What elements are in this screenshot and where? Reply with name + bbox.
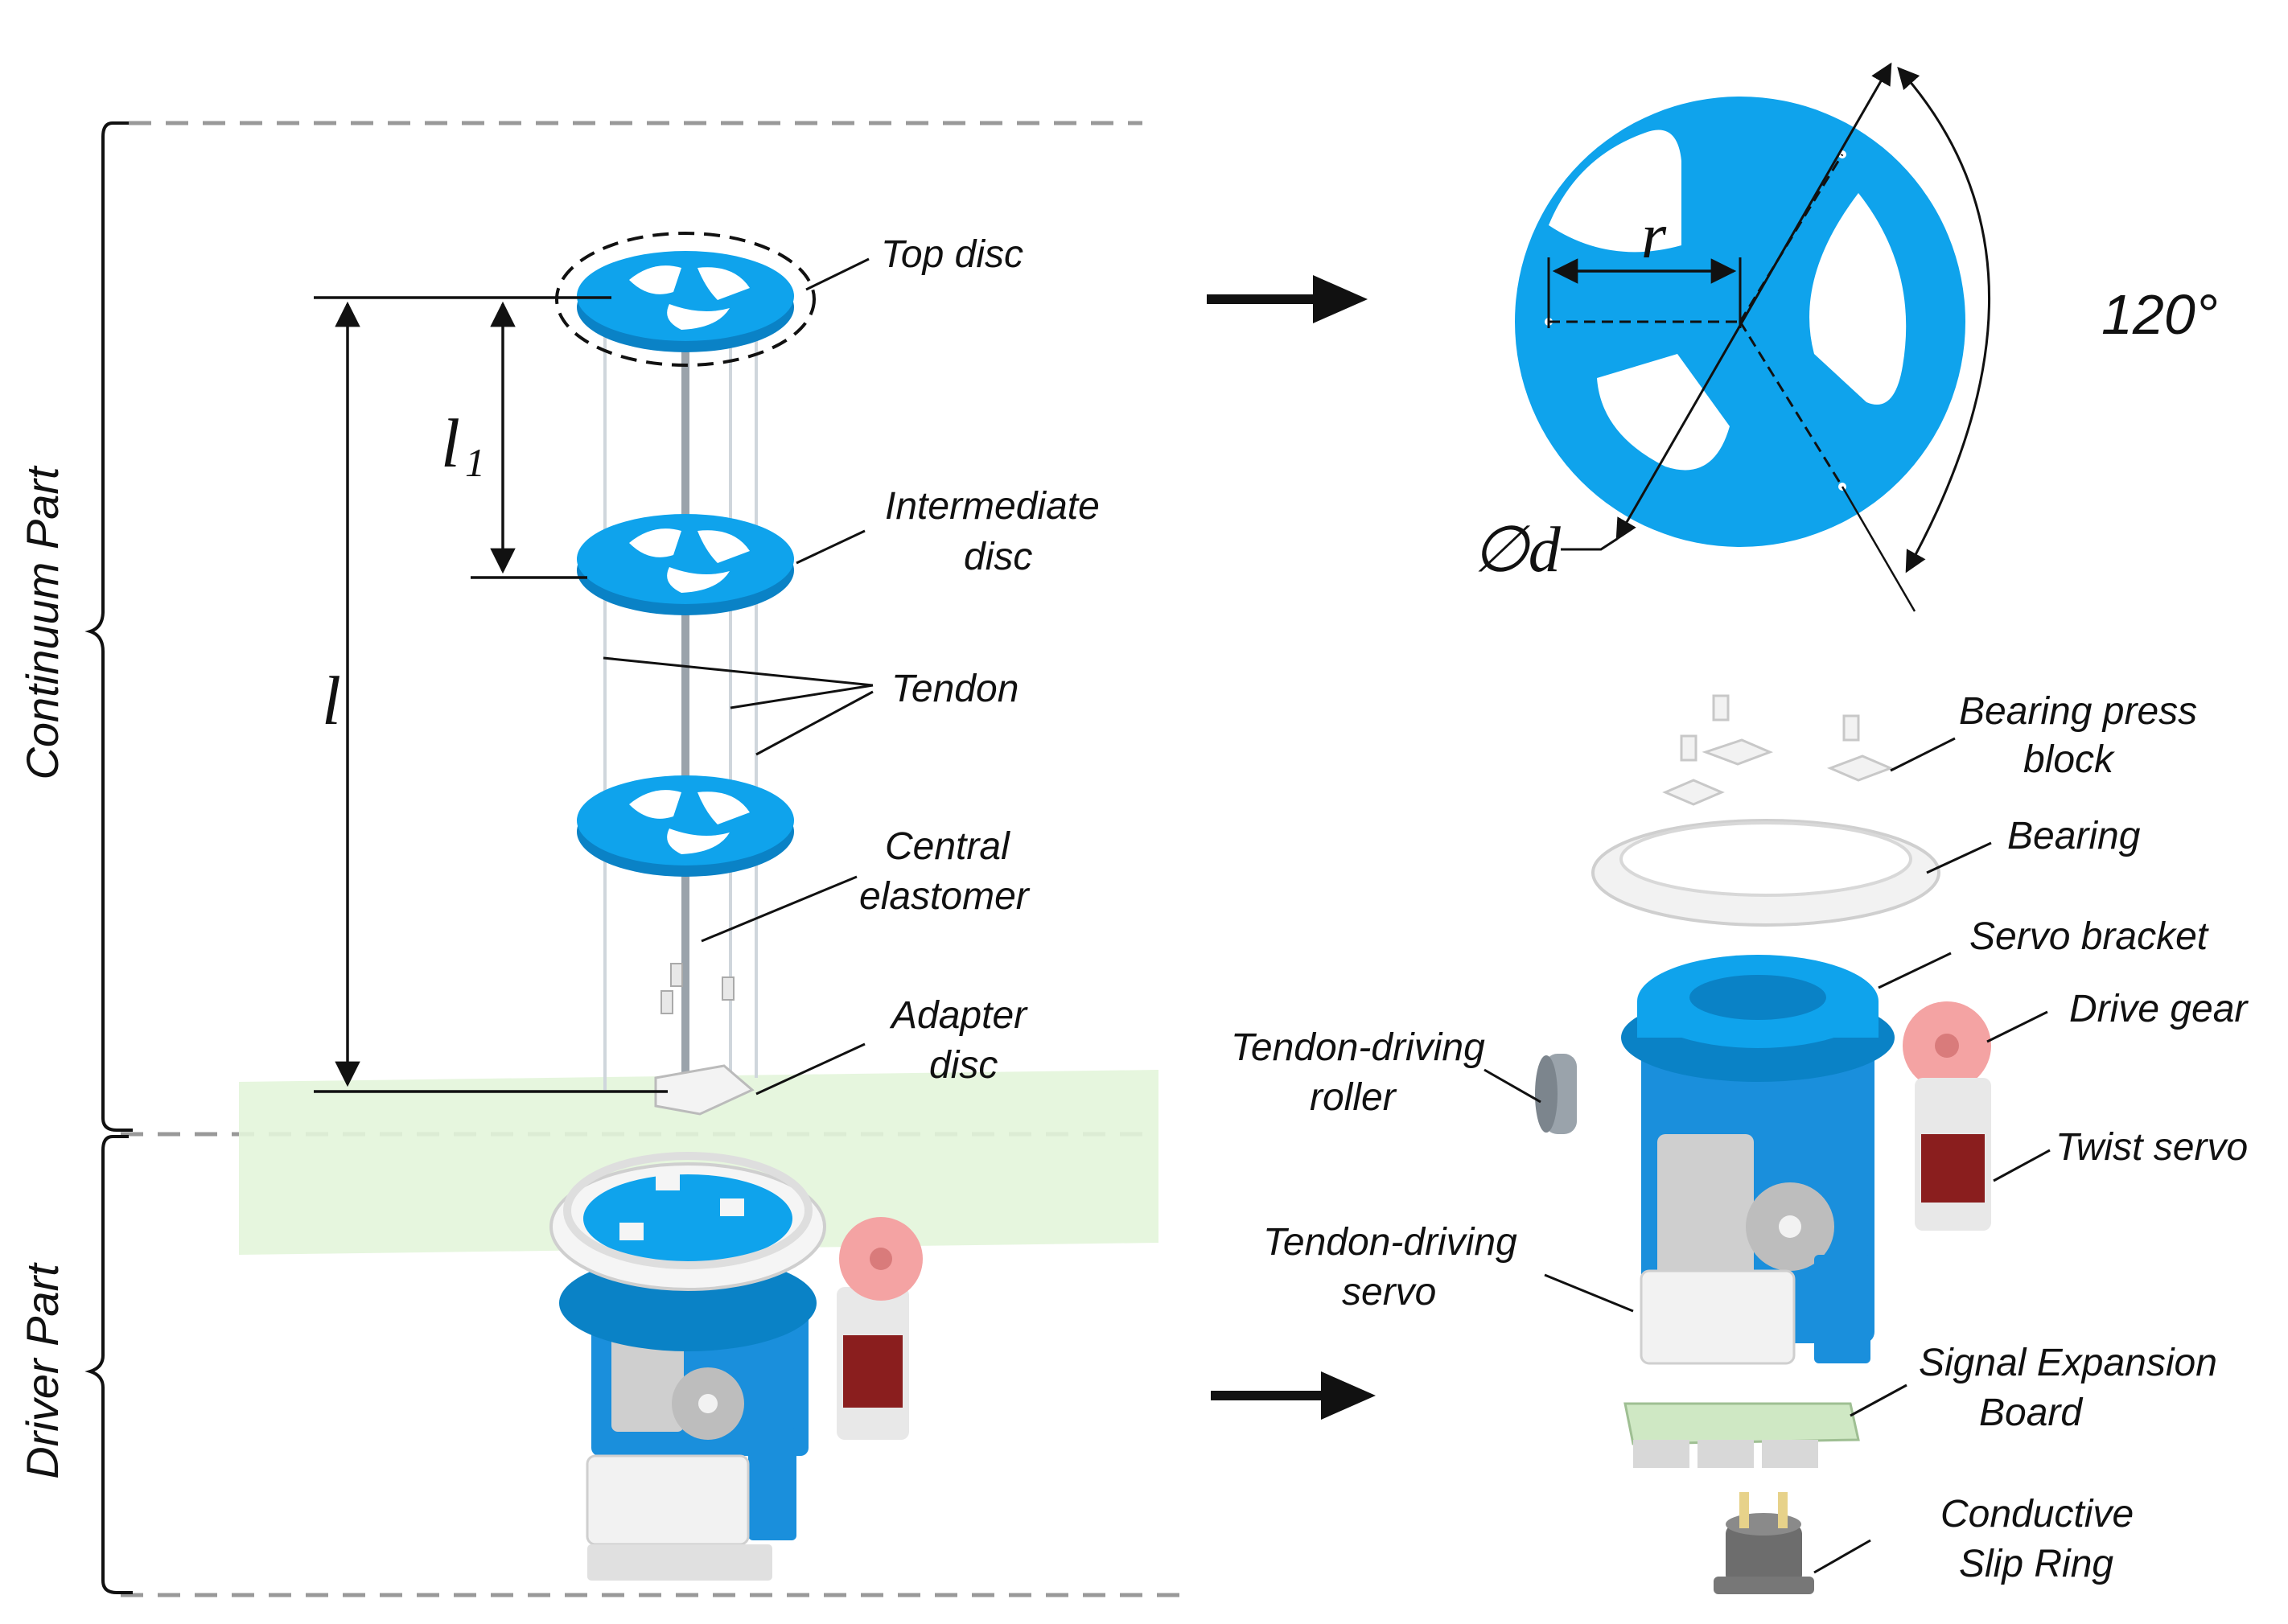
- tendon-driving-roller-label-line1: Tendon-driving: [1231, 1026, 1485, 1069]
- lower-intermediate-disc: [577, 775, 794, 877]
- right-callouts: Bearing press block Bearing Servo bracke…: [1231, 690, 2249, 1585]
- green-base-plate: [239, 1070, 1158, 1255]
- central-elastomer-label-line2: elastomer: [859, 875, 1031, 918]
- servo-bracket-label: Servo bracket: [1969, 915, 2209, 958]
- top-disc-label: Top disc: [881, 233, 1023, 276]
- transition-arrows: [1207, 275, 1376, 1420]
- bearing-press-blocks: [1662, 694, 1895, 806]
- signal-expansion-board-label-line2: Board: [1979, 1392, 2083, 1434]
- continuum-assembly: [555, 232, 816, 1116]
- central-elastomer-label-line1: Central: [885, 825, 1010, 868]
- conductive-slip-ring-label-line1: Conductive: [1940, 1493, 2134, 1536]
- driver-assembly-left: [549, 1152, 923, 1581]
- drive-gear-label: Drive gear: [2069, 988, 2249, 1030]
- conductive-slip-ring: [1726, 1524, 1802, 1585]
- signal-expansion-board-label-line1: Signal Expansion: [1919, 1342, 2217, 1384]
- bracket-top-left: [583, 1174, 792, 1263]
- tendon-label: Tendon: [891, 668, 1018, 710]
- arrow-right-icon: [1321, 1371, 1376, 1420]
- arrow-right-icon: [1313, 275, 1368, 323]
- bearing-label: Bearing: [2007, 815, 2141, 857]
- adapter-disc: [654, 1064, 755, 1116]
- top-disc: [577, 251, 794, 352]
- exploded-driver: [1535, 694, 1991, 1594]
- continuum-part-label: Continuum Part: [17, 465, 68, 780]
- intermediate-disc-label-line1: Intermediate: [885, 485, 1100, 528]
- dimension-lines: l l 1: [314, 296, 668, 1093]
- dimension-l-label: l: [322, 662, 341, 739]
- dimension-l1-subscript: 1: [465, 440, 485, 485]
- adapter-disc-label-line2: disc: [929, 1044, 998, 1087]
- dimension-d-line: [1615, 62, 1892, 541]
- angle-arc: [1897, 66, 1991, 574]
- top-disc-highlight: [555, 232, 816, 367]
- angle-label: 120°: [2101, 283, 2218, 346]
- intermediate-disc-label-line2: disc: [964, 536, 1032, 578]
- tendon-driving-servo-label-line2: servo: [1342, 1271, 1436, 1314]
- screws: [660, 963, 735, 1014]
- bearing-press-block-label-line2: block: [2023, 738, 2116, 781]
- tendon-driving-servo-label-line1: Tendon-driving: [1263, 1221, 1517, 1264]
- bearing-press-block-label-line1: Bearing press: [1959, 690, 2197, 733]
- continuum-brace: [84, 121, 133, 1132]
- disc-detail: r ∅d 120°: [1472, 62, 2218, 612]
- driver-part-label: Driver Part: [17, 1262, 68, 1479]
- tendon-driving-roller-label-line2: roller: [1310, 1076, 1397, 1119]
- conductive-slip-ring-label-line2: Slip Ring: [1959, 1543, 2113, 1585]
- left-callouts: Top disc Intermediate disc Tendon Centra…: [603, 233, 1100, 1096]
- intermediate-disc: [577, 514, 794, 615]
- twist-servo-label: Twist servo: [2055, 1126, 2248, 1169]
- dimension-d-label: ∅d: [1472, 515, 1562, 586]
- driver-brace: [84, 1135, 133, 1594]
- dimension-r-label: r: [1641, 201, 1667, 272]
- signal-expansion-board: [1623, 1402, 1860, 1445]
- dimension-l1-label: l: [441, 405, 460, 482]
- adapter-disc-label-line1: Adapter: [889, 994, 1028, 1037]
- tendon-driving-servo-body: [1640, 1269, 1796, 1365]
